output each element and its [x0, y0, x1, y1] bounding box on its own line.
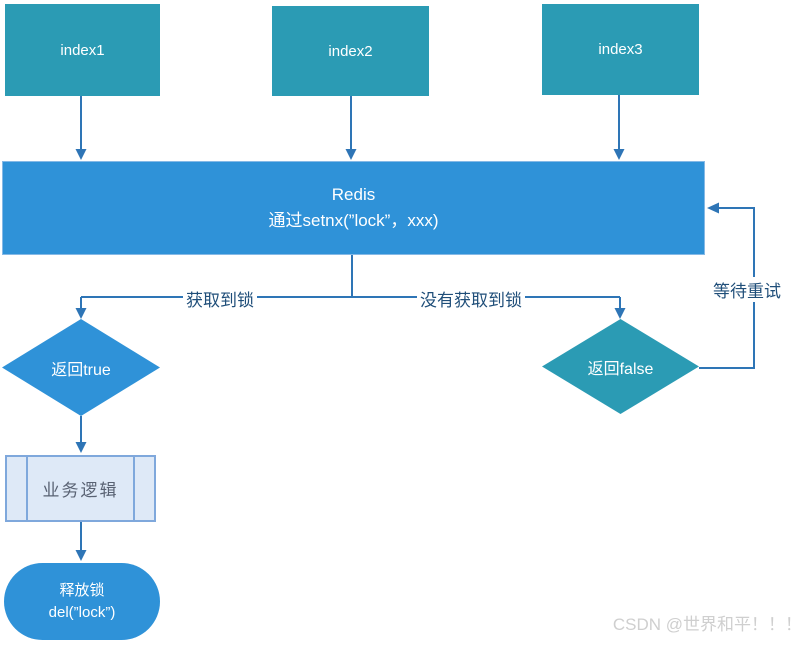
- node-index2: index2: [272, 6, 429, 96]
- node-return-false-label: 返回false: [587, 360, 654, 378]
- node-business-logic: 业务逻辑: [5, 455, 156, 522]
- node-index1-label: index1: [60, 41, 105, 59]
- node-index3: index3: [542, 4, 699, 95]
- node-redis-title: Redis: [331, 185, 376, 204]
- node-release-lock: 释放锁 del(”lock”): [4, 563, 160, 640]
- node-index2-label: index2: [328, 42, 373, 60]
- predefined-process-bar-left: [26, 457, 28, 520]
- node-redis-subtitle: 通过setnx(”lock”，xxx): [268, 211, 439, 230]
- edge-label-retry: 等待重试: [710, 277, 784, 302]
- node-redis: Redis 通过setnx(”lock”，xxx): [2, 161, 705, 255]
- arrowhead-index3: [613, 149, 625, 160]
- node-index3-label: index3: [598, 41, 643, 58]
- arrowhead-index2: [345, 149, 357, 160]
- node-release-lock-line1: 释放锁: [59, 581, 105, 599]
- node-return-true-label: 返回true: [51, 361, 111, 379]
- node-release-lock-line2: del(”lock”): [48, 603, 116, 621]
- node-business-logic-label: 业务逻辑: [42, 481, 119, 500]
- node-index1: index1: [5, 4, 160, 96]
- arrowhead-index1: [75, 149, 87, 160]
- arrowhead-release: [75, 550, 87, 561]
- arrowhead-process: [75, 442, 87, 453]
- edge-label-not-acquired: 没有获取到锁: [417, 286, 525, 311]
- arrowhead-true: [75, 308, 87, 319]
- edge-label-acquired: 获取到锁: [183, 286, 257, 311]
- arrowhead-retry: [707, 202, 719, 214]
- predefined-process-bar-right: [133, 457, 135, 520]
- arrowhead-false: [614, 308, 626, 319]
- csdn-watermark: CSDN @世界和平！！！: [612, 615, 802, 634]
